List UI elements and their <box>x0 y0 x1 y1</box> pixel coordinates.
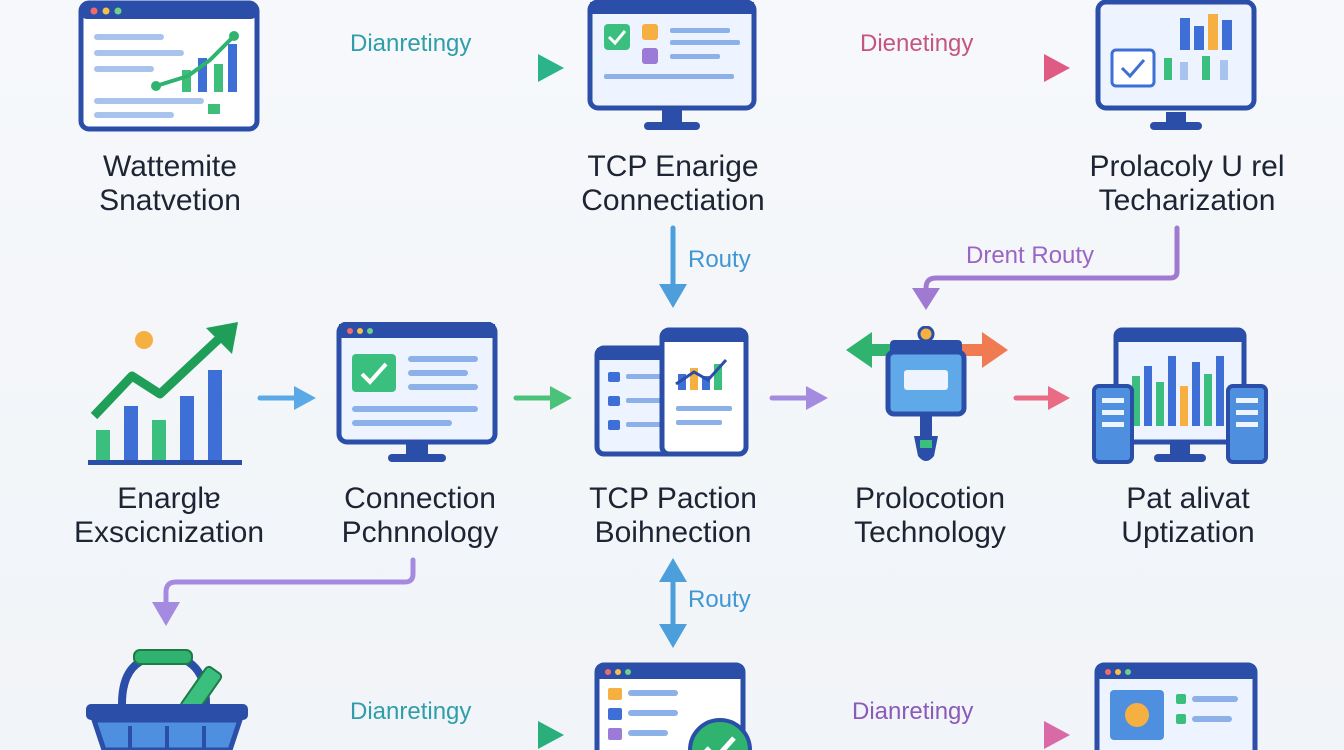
edge-e6 <box>513 386 572 410</box>
edge-label-e11: Dianretingy <box>350 698 472 725</box>
basket-icon <box>86 649 248 750</box>
edge-e11 <box>267 721 564 749</box>
node-label-n5: Connection Pchnnology <box>341 482 499 549</box>
monitor-check-icon <box>587 0 757 130</box>
edge-e8 <box>1013 386 1070 410</box>
node-label-n7: Prolocotion Technology <box>854 482 1006 549</box>
edge-e9 <box>152 557 416 626</box>
monitor-bars-icon <box>1095 0 1257 130</box>
monitor-check-icon <box>336 322 498 462</box>
edge-e3 <box>659 225 687 308</box>
router-device-icon <box>846 326 1008 461</box>
browser-chart-icon <box>78 0 260 132</box>
edge-label-e3: Routy <box>688 246 751 273</box>
edge-label-e4: Drent Routy <box>966 242 1095 269</box>
edge-e10 <box>659 558 687 648</box>
node-label-n1: Wattemite Snatvetion <box>99 150 241 217</box>
edge-e1 <box>280 54 564 82</box>
edge-e5 <box>257 386 316 410</box>
growth-chart-icon <box>88 322 242 465</box>
edge-label-e2: Dienetingy <box>860 30 974 57</box>
edge-e2 <box>784 54 1070 82</box>
node-label-n8: Pat alivat Uptization <box>1121 482 1255 549</box>
browser-check-icon <box>594 662 752 750</box>
browser-image-icon <box>1094 662 1258 750</box>
edge-e4 <box>912 225 1180 310</box>
edge-label-e12: Dianretingy <box>852 698 974 725</box>
node-label-n6: TCP Paction Boihnection <box>589 482 757 549</box>
node-label-n4: Enarglɐ Exscicnization <box>73 482 265 549</box>
edge-label-e1: Dianretingy <box>350 30 472 57</box>
edge-e12 <box>784 721 1070 749</box>
node-label-n2: TCP Enarige Connectiation <box>581 150 765 217</box>
node-label-n3: Prolacoly U rel Techarization <box>1089 150 1285 217</box>
edge-label-e10: Routy <box>688 586 751 613</box>
windows-stack-icon <box>594 327 749 457</box>
edge-e7 <box>769 386 828 410</box>
servers-monitor-icon <box>1092 327 1268 464</box>
